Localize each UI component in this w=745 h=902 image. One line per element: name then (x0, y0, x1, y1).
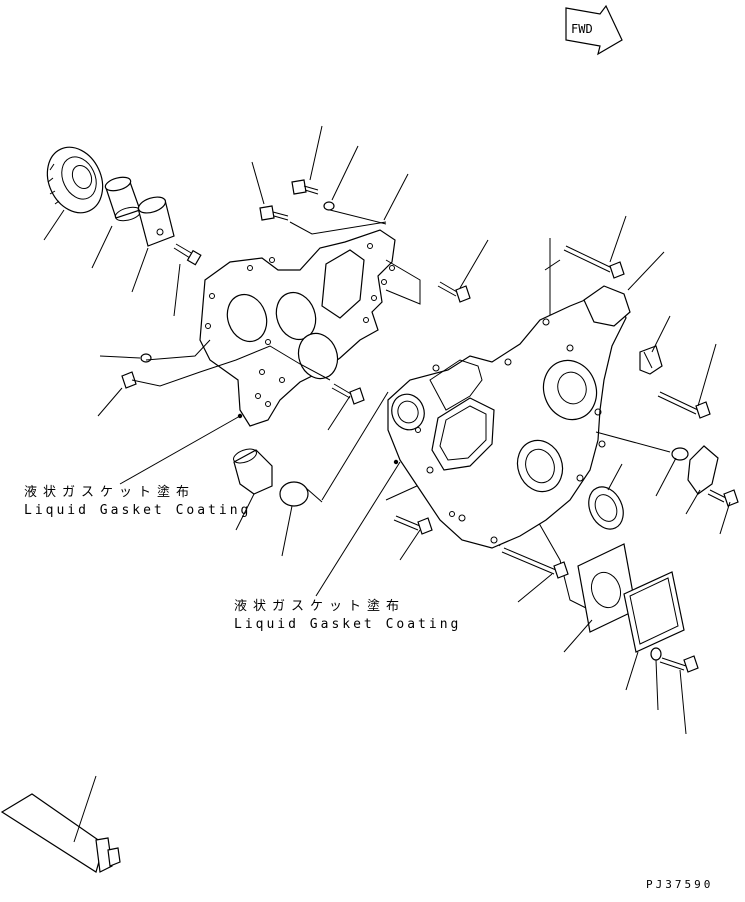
long-bolts (393, 245, 739, 673)
gear-case (387, 285, 631, 549)
oil-seal-icon (588, 486, 624, 530)
bushing-icon (104, 176, 142, 222)
annotation-1-jp: 液状ガスケット塗布 (24, 484, 195, 500)
small-cover-icon (687, 445, 719, 495)
timing-plate (199, 229, 396, 427)
gasket-tube-icon (0, 793, 121, 873)
gasket-plate (577, 543, 637, 633)
plug-icon (233, 448, 273, 495)
bolt-icon (173, 243, 202, 266)
annotation-2-jp: 液状ガスケット塗布 (234, 598, 405, 614)
leader-lines (43, 125, 731, 843)
drawing-code: PJ37590 (646, 878, 713, 891)
coating-point-2 (393, 459, 399, 465)
cover-plate (623, 571, 685, 653)
annotation-2-en: Liquid Gasket Coating (234, 617, 461, 632)
annotation-1-en: Liquid Gasket Coating (24, 503, 251, 518)
shaft-icon (137, 196, 175, 247)
bracket-icon (639, 345, 663, 375)
plate-bolts (259, 179, 471, 405)
bearing-icon (46, 146, 104, 214)
coating-point-1 (237, 413, 243, 419)
fwd-label: FWD (571, 22, 593, 36)
plug-o-ring-icon (279, 481, 309, 507)
washer-icon (650, 647, 662, 661)
o-ring-icon (671, 447, 689, 461)
fwd-arrow-icon: FWD (565, 4, 623, 56)
